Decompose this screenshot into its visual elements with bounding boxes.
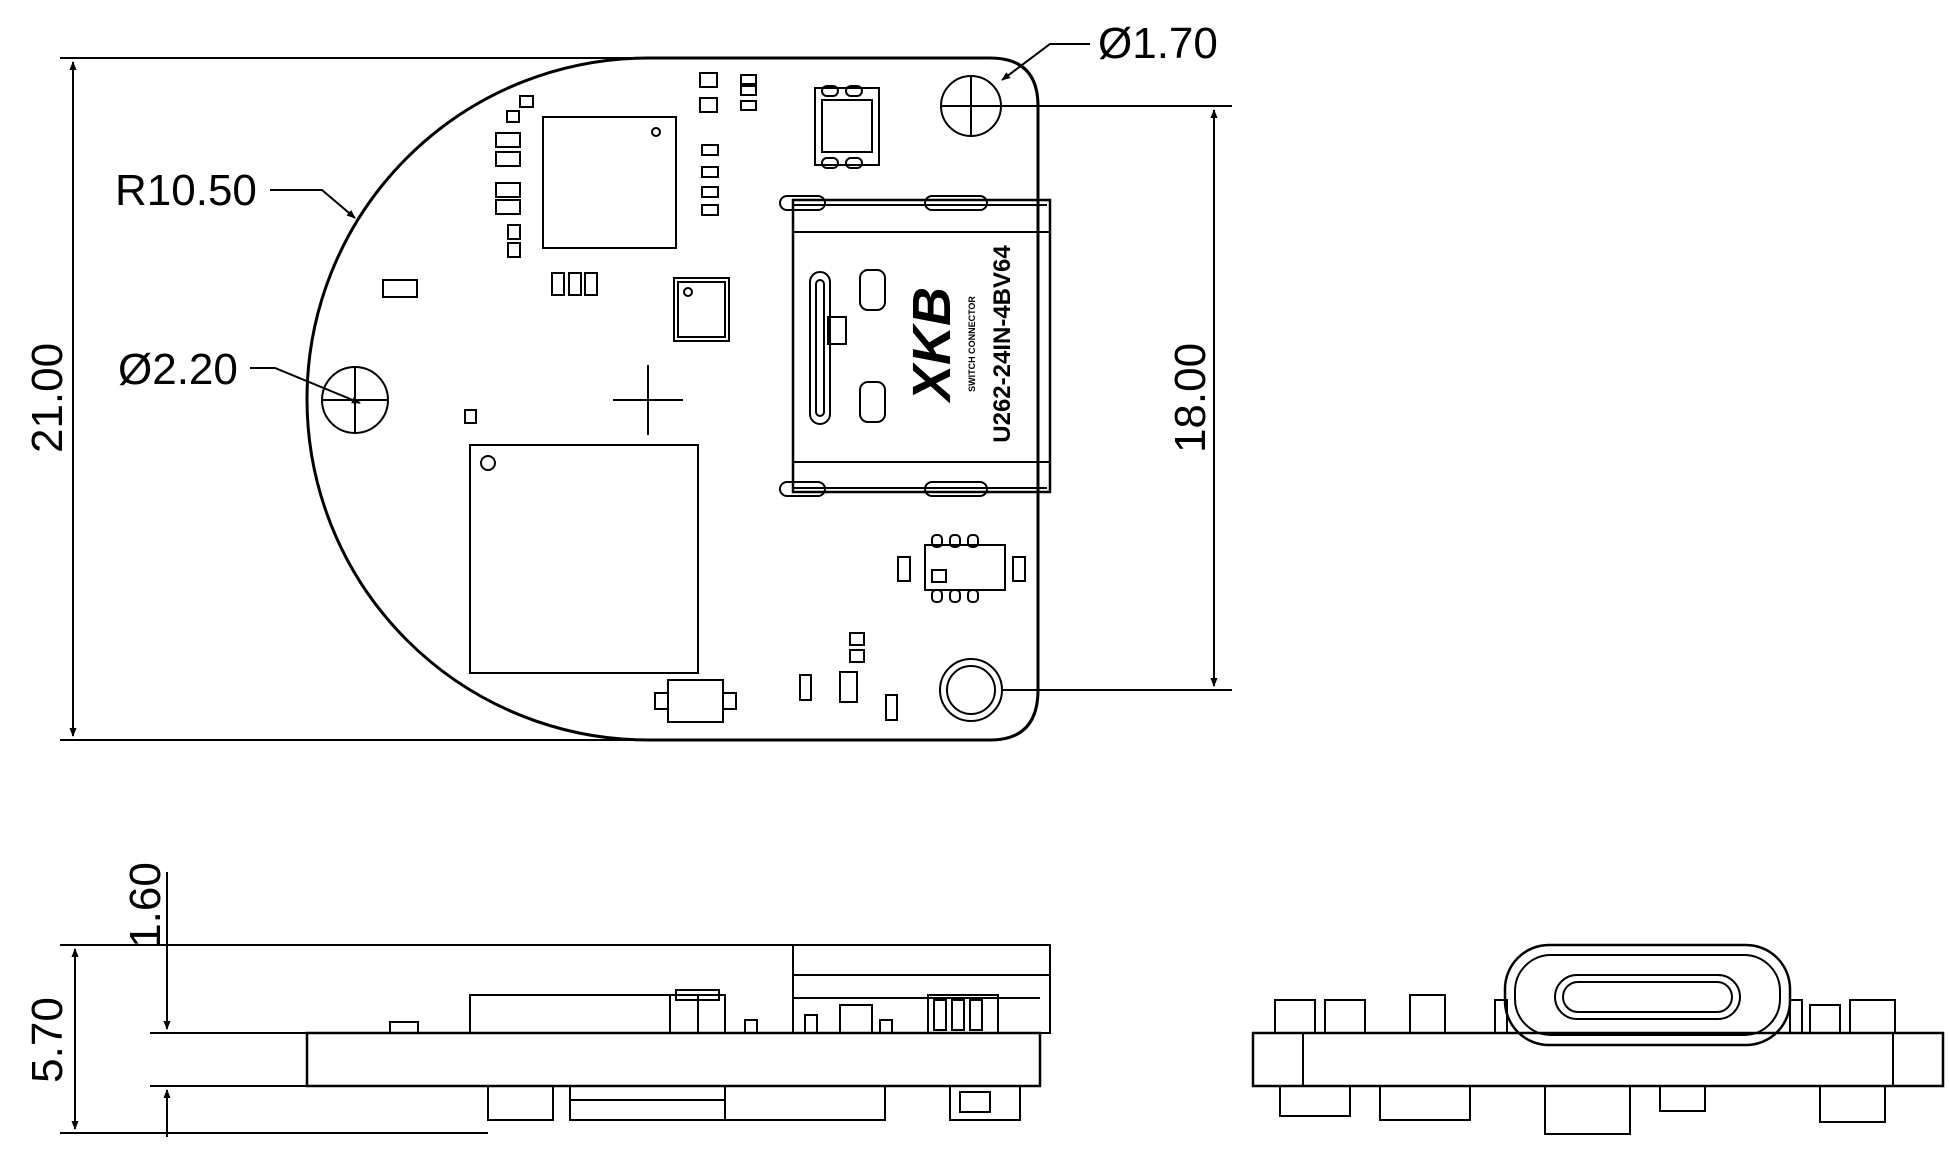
dim-overall-height: 21.00	[23, 343, 72, 453]
leader-corner-hole	[1001, 43, 1090, 81]
connector-brand: XKB	[902, 287, 962, 404]
board-outline	[305, 56, 1040, 742]
corner-hole-top	[940, 75, 1002, 137]
usb-c-receptacle	[1503, 943, 1792, 1047]
pcb-side	[305, 1031, 1042, 1088]
leader-mount-hole	[250, 367, 361, 404]
top-view	[60, 43, 1232, 742]
square-ic	[542, 116, 677, 249]
pcb-end	[1251, 1031, 1945, 1088]
crystal	[673, 277, 730, 342]
dim-total-height: 5.70	[23, 997, 72, 1083]
connector-caption: SWITCH CONNECTOR	[967, 296, 977, 392]
connector-part-number: U262-24IN-4BV64	[989, 245, 1016, 443]
dim-board-thickness: 1.60	[121, 862, 170, 948]
usb-connector-top	[779, 195, 1052, 497]
dim-hole-spacing: 18.00	[1166, 343, 1215, 453]
dim-mount-hole: Ø2.20	[118, 345, 238, 394]
dim-corner-hole: Ø1.70	[1098, 19, 1218, 68]
dim-outline-radius: R10.50	[115, 166, 257, 215]
side-view	[60, 872, 1051, 1137]
corner-hole-bottom	[939, 658, 1003, 722]
leader-radius	[270, 189, 356, 219]
end-view	[1251, 943, 1945, 1135]
main-chip	[469, 444, 699, 674]
sot-ic	[924, 544, 1006, 591]
diode	[667, 679, 724, 723]
